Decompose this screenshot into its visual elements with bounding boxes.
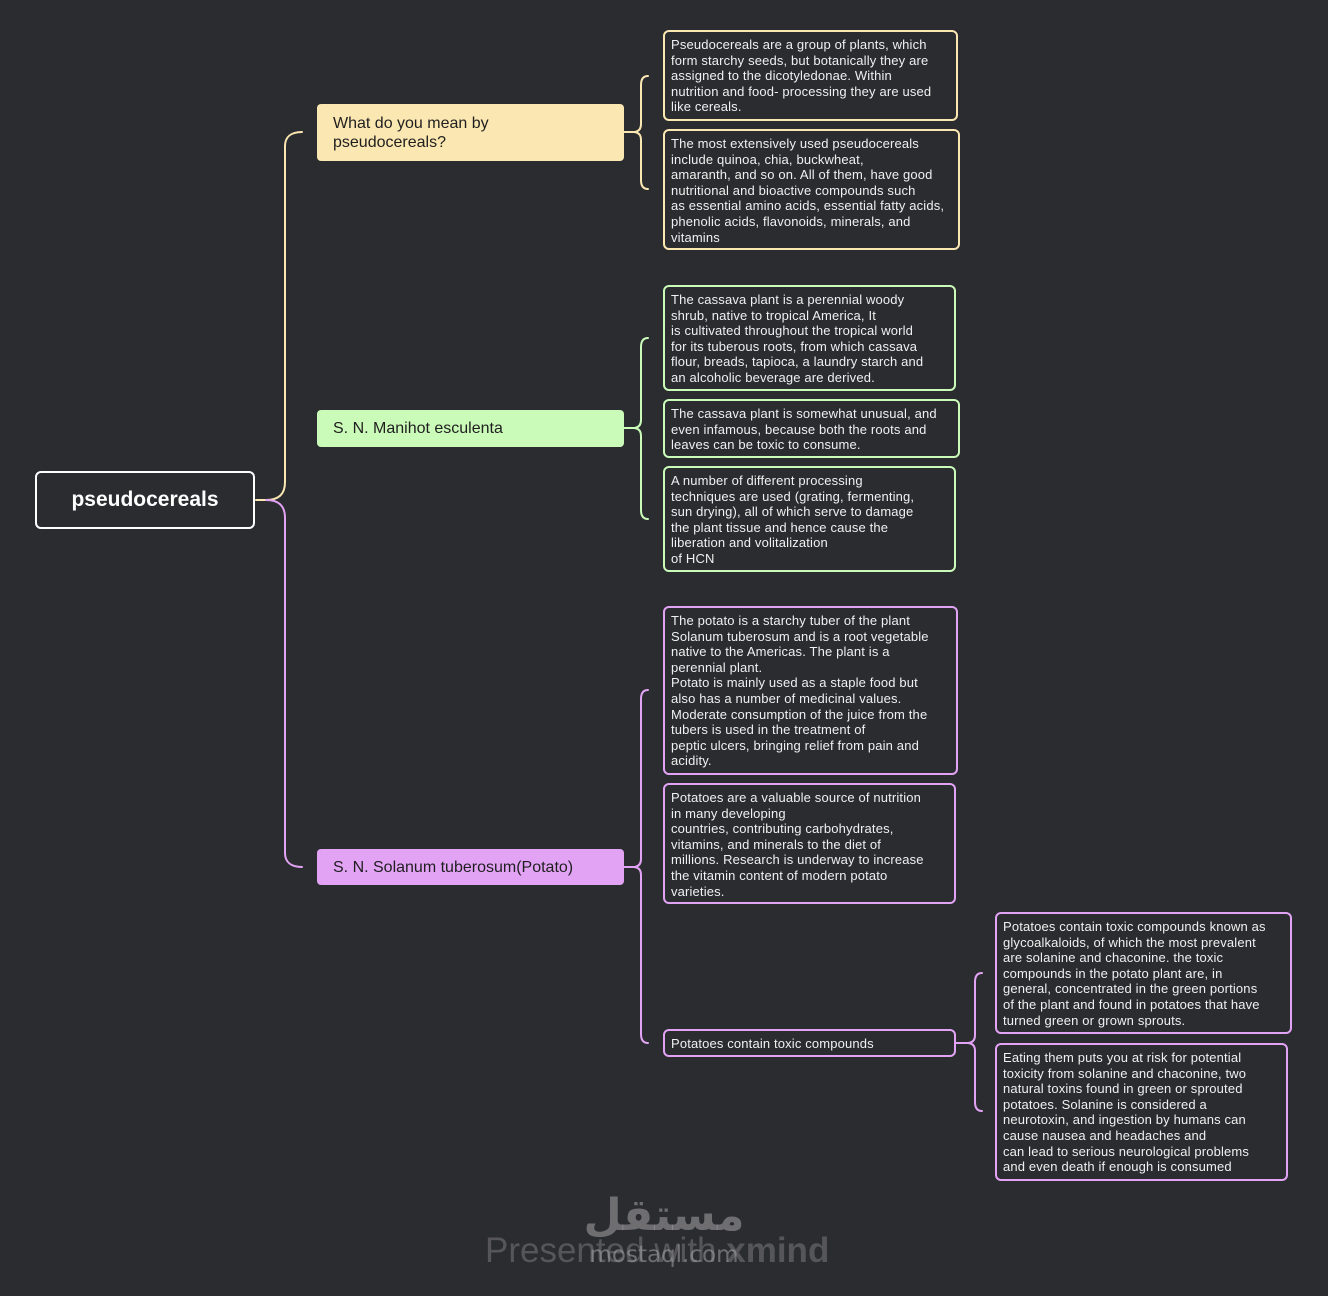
mostaql-logo-site: mostaql.com — [589, 1242, 739, 1268]
text-line: toxicity from solanine and chaconine, tw… — [1003, 1065, 1247, 1081]
topic-solanum-tuberosum[interactable]: S. N. Solanum tuberosum(Potato) — [317, 849, 624, 885]
text-line: the vitamin content of modern potato — [671, 867, 888, 883]
connector-root-to-solanum — [265, 499, 303, 868]
topic-manihot-esculenta[interactable]: S. N. Manihot esculenta — [317, 410, 624, 447]
text-line: Solanum tuberosum and is a root vegetabl… — [671, 628, 929, 644]
text-line: amaranth, and so on. All of them, have g… — [671, 167, 933, 183]
connector-toxic-brace — [955, 972, 983, 1112]
text-line: can lead to serious neurological problem… — [1003, 1143, 1250, 1159]
subtopic-toxic-compounds-2[interactable]: Eating them puts you at risk for potenti… — [995, 1043, 1288, 1181]
text-line: for its tuberous roots, from which cassa… — [671, 338, 918, 354]
text-line: and even death if enough is consumed — [1003, 1159, 1232, 1175]
text-line: leaves can be toxic to consume. — [671, 437, 861, 453]
text-line: S. N. Solanum tuberosum(Potato) — [333, 858, 574, 876]
central-topic-label: pseudocereals — [71, 488, 219, 511]
mostaql-logo-arabic: مستقل — [583, 1190, 745, 1241]
text-line: compounds in the potato plant are, in — [1003, 965, 1223, 981]
text-line: neurotoxin, and ingestion by humans can — [1003, 1112, 1246, 1128]
central-topic[interactable]: pseudocereals — [35, 471, 255, 529]
watermark-brand-text: xmind — [726, 1231, 830, 1270]
text-line: like cereals. — [671, 99, 742, 115]
text-line: Moderate consumption of the juice from t… — [671, 706, 928, 722]
text-line: an alcoholic beverage are derived. — [671, 369, 875, 385]
text-line: form starchy seeds, but botanically they… — [671, 52, 929, 68]
text-line: turned green or grown sprouts. — [1003, 1012, 1186, 1028]
text-line: as essential amino acids, essential fatt… — [671, 198, 945, 214]
text-line: the plant tissue and hence cause the — [671, 519, 889, 535]
text-line: even infamous, because both the roots an… — [671, 421, 927, 437]
text-line: in many developing — [671, 805, 786, 821]
text-line: The cassava plant is somewhat unusual, a… — [671, 406, 937, 421]
text-line: include quinoa, chia, buckwheat, — [671, 151, 864, 167]
connector-definition-brace — [623, 75, 649, 190]
subtopic-definition-1[interactable]: Pseudocereals are a group of plants, whi… — [663, 30, 958, 121]
text-line: flour, breads, tapioca, a laundry starch… — [671, 354, 924, 370]
text-line: S. N. Manihot esculenta — [333, 420, 503, 437]
connector-solanum-brace — [623, 689, 649, 1044]
connector-manihot-brace — [623, 337, 649, 520]
text-line: liberation and volitalization — [671, 535, 828, 551]
text-line: peptic ulcers, bringing relief from pain… — [671, 737, 919, 753]
connector-root-to-definition — [255, 131, 303, 501]
text-line: sun drying), all of which serve to damag… — [671, 504, 914, 520]
presented-with-watermark: Presented with xmind — [485, 1230, 845, 1272]
watermark-presented-text: Presented with — [485, 1231, 727, 1270]
text-line: Pseudocereals are a group of plants, whi… — [671, 37, 927, 52]
text-line: is cultivated throughout the tropical wo… — [671, 323, 914, 339]
text-line: Eating them puts you at risk for potenti… — [1003, 1050, 1242, 1065]
subtopic-solanum-1[interactable]: The potato is a starchy tuber of the pla… — [663, 606, 958, 775]
text-line: Potatoes are a valuable source of nutrit… — [671, 790, 921, 805]
text-line: The most extensively used pseudocereals — [671, 136, 919, 151]
text-line: techniques are used (grating, fermenting… — [671, 488, 915, 504]
text-line: millions. Research is underway to increa… — [671, 852, 924, 868]
text-line: nutritional and bioactive compounds such — [671, 182, 916, 198]
text-line: A number of different processing — [671, 473, 863, 488]
text-line: cause nausea and headaches and — [1003, 1127, 1207, 1143]
text-line: are solanine and chaconine. the toxic — [1003, 950, 1224, 966]
text-line: perennial plant. — [671, 659, 763, 675]
text-line: What do you mean by — [333, 114, 489, 132]
text-line: The potato is a starchy tuber of the pla… — [671, 613, 910, 628]
text-line: Potatoes contain toxic compounds — [671, 1036, 874, 1051]
text-line: acidity. — [671, 753, 712, 769]
subtopic-manihot-2[interactable]: The cassava plant is somewhat unusual, a… — [663, 399, 960, 458]
text-line: vitamins — [671, 229, 720, 245]
text-line: native to the Americas. The plant is a — [671, 644, 890, 660]
text-line: The cassava plant is a perennial woody — [671, 292, 905, 307]
text-line: Potatoes contain toxic compounds known a… — [1003, 919, 1266, 934]
text-line: shrub, native to tropical America, It — [671, 307, 876, 323]
subtopic-solanum-2[interactable]: Potatoes are a valuable source of nutrit… — [663, 783, 956, 904]
text-line: vitamins, and minerals to the diet of — [671, 836, 882, 852]
text-line: of the plant and found in potatoes that … — [1003, 996, 1260, 1012]
text-line: also has a number of medicinal values. — [671, 690, 902, 706]
text-line: potatoes. Solanine is considered a — [1003, 1096, 1207, 1112]
text-line: Potato is mainly used as a staple food b… — [671, 675, 918, 691]
text-line: of HCN — [671, 550, 715, 566]
text-line: countries, contributing carbohydrates, — [671, 821, 894, 837]
text-line: nutrition and food- processing they are … — [671, 83, 932, 99]
text-line: pseudocereals? — [333, 133, 446, 151]
text-line: assigned to the dicotyledonae. Within — [671, 68, 892, 84]
text-line: natural toxins found in green or sproute… — [1003, 1081, 1243, 1097]
subtopic-toxic-compounds-1[interactable]: Potatoes contain toxic compounds known a… — [995, 912, 1292, 1034]
text-line: varieties. — [671, 883, 725, 899]
text-line: tubers is used in the treatment of — [671, 722, 866, 738]
text-line: general, concentrated in the green porti… — [1003, 981, 1258, 997]
subtopic-toxic-compounds[interactable]: Potatoes contain toxic compounds — [663, 1029, 956, 1057]
text-line: glycoalkaloids, of which the most preval… — [1003, 934, 1256, 950]
text-line: phenolic acids, flavonoids, minerals, an… — [671, 213, 911, 229]
